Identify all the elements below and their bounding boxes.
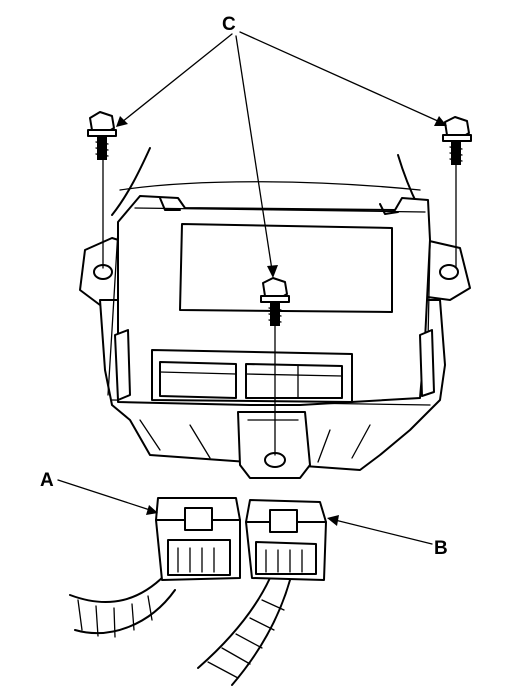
bolt-center	[260, 277, 290, 456]
callout-c-label: C	[222, 14, 236, 35]
connector-a	[69, 497, 241, 638]
bolt-left	[87, 111, 117, 269]
connector-b	[197, 499, 327, 686]
callout-b-label: B	[434, 538, 448, 559]
callout-a-label: A	[40, 470, 54, 491]
bolt-right	[442, 116, 472, 269]
leader-lines	[57, 31, 447, 545]
